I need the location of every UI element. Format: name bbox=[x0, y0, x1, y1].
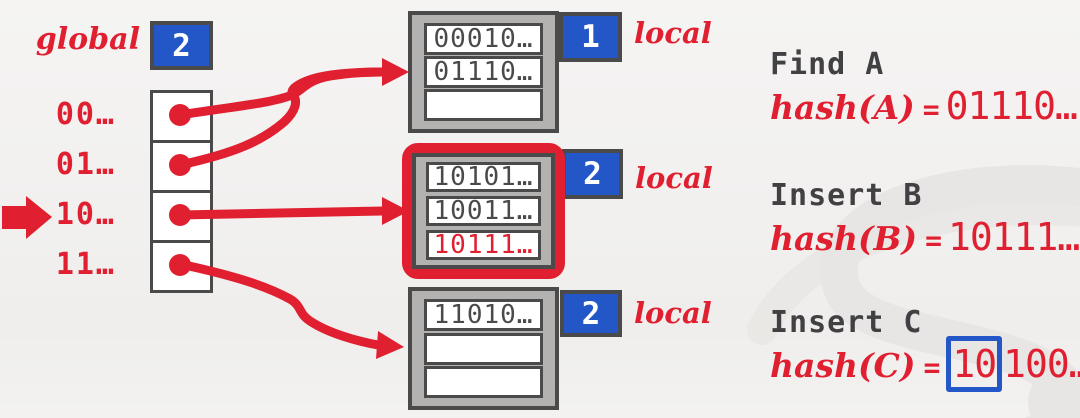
hash-line: hash(B) = 10111… bbox=[770, 215, 1080, 259]
bucket-slot-empty bbox=[424, 366, 543, 398]
bucket-slot: 10011… bbox=[426, 196, 541, 226]
highlighted-bucket-outline: 10101… 10011… 10111… bbox=[402, 143, 565, 279]
global-depth-label: global bbox=[35, 22, 140, 57]
bucket-slot-empty bbox=[424, 332, 543, 365]
local-depth-label-top: local bbox=[634, 16, 712, 50]
directory-label-10: 10… bbox=[55, 197, 116, 232]
operation-insert-b: Insert B hash(B) = 10111… bbox=[770, 178, 1080, 260]
operation-title: Insert B bbox=[770, 178, 923, 213]
global-depth-box: 2 bbox=[150, 21, 213, 70]
local-depth-label-bottom: local bbox=[634, 296, 712, 330]
directory-cell-00 bbox=[150, 90, 213, 143]
directory-cell-10 bbox=[150, 190, 213, 243]
bucket-slot: 00010… bbox=[424, 23, 543, 55]
equals-sign: = bbox=[923, 351, 941, 384]
bucket-top: 00010… 01110… bbox=[408, 11, 559, 133]
bucket-middle: 10101… 10011… 10111… bbox=[412, 153, 555, 269]
hash-line: hash(A) = 01110… bbox=[770, 84, 1080, 128]
directory-label-00: 00… bbox=[55, 97, 116, 132]
hash-function: hash(B) bbox=[770, 219, 918, 258]
equals-sign: = bbox=[925, 224, 942, 257]
local-depth-value: 2 bbox=[583, 156, 602, 192]
local-depth-box-bottom: 2 bbox=[560, 290, 622, 337]
directory-cell-01 bbox=[150, 140, 213, 193]
bucket-slot: 10101… bbox=[426, 162, 541, 192]
directory-label-11: 11… bbox=[55, 247, 116, 282]
hash-function: hash(A) bbox=[770, 88, 915, 127]
bucket-bottom: 11010… bbox=[408, 287, 559, 410]
local-depth-value: 1 bbox=[581, 19, 600, 55]
local-depth-label-middle: local bbox=[635, 161, 713, 195]
directory-label-01: 01… bbox=[55, 147, 116, 182]
operation-title: Insert C bbox=[770, 305, 923, 340]
local-depth-box-middle: 2 bbox=[562, 149, 623, 199]
hash-value-rest: 100… bbox=[1003, 342, 1080, 386]
bucket-slot: 11010… bbox=[424, 299, 543, 331]
operation-find-a: Find A hash(A) = 01110… bbox=[770, 47, 1080, 129]
equals-sign: = bbox=[922, 93, 940, 126]
bucket-slot-inserted: 10111… bbox=[426, 230, 541, 260]
local-depth-box-top: 1 bbox=[559, 12, 622, 62]
local-depth-value: 2 bbox=[581, 295, 601, 332]
global-depth-value: 2 bbox=[172, 27, 191, 64]
hash-value: 10111… bbox=[947, 215, 1080, 259]
directory bbox=[150, 90, 213, 293]
hash-value: 01110… bbox=[945, 84, 1078, 128]
directory-cell-11 bbox=[150, 240, 213, 293]
operation-title: Find A bbox=[770, 47, 885, 82]
bucket-slot: 01110… bbox=[424, 56, 543, 88]
hash-function: hash(C) bbox=[770, 346, 916, 385]
bucket-slot-empty bbox=[424, 89, 543, 121]
highlighted-prefix-box: 10 bbox=[946, 336, 1003, 392]
